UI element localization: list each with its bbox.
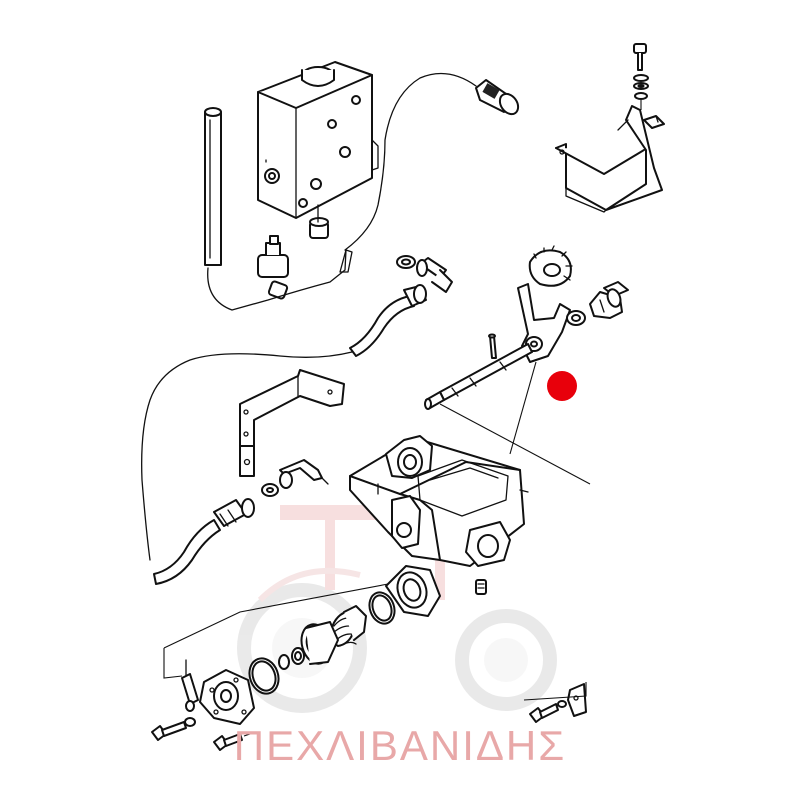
seal-washer xyxy=(396,255,416,269)
detent-washer xyxy=(566,310,586,326)
hydraulic-hose-upper xyxy=(349,284,427,357)
highlight-marker xyxy=(547,371,577,401)
elbow-fitting xyxy=(416,257,453,293)
roll-pin xyxy=(488,333,497,359)
shift-rod xyxy=(424,343,533,410)
gear-pinion xyxy=(528,245,573,287)
wiring-harness xyxy=(207,72,477,311)
pressure-switch xyxy=(475,79,520,116)
solenoid-valve xyxy=(309,204,329,239)
cover-bolt xyxy=(151,717,196,741)
pipe-elbow xyxy=(279,459,329,489)
mounting-bracket xyxy=(555,105,663,213)
cylinder-flange xyxy=(385,565,441,617)
leader-line xyxy=(163,648,183,679)
housing-bolt xyxy=(529,700,567,723)
hose-nut xyxy=(261,483,279,497)
leader-line xyxy=(439,403,591,485)
end-cover xyxy=(199,669,255,725)
bracket-bolt xyxy=(633,43,649,110)
leader-line xyxy=(509,361,537,455)
watermark-text: ΠΕΧΛΙΒΑΝΙΔΗΣ xyxy=(233,722,567,769)
lift-housing xyxy=(349,435,529,567)
neutral-switch xyxy=(589,281,629,319)
o-ring-large xyxy=(368,591,396,625)
return-line xyxy=(141,351,353,561)
washer xyxy=(278,654,290,670)
electrical-connector xyxy=(257,235,289,300)
seal-ring-small xyxy=(291,647,305,665)
valve-block xyxy=(257,61,379,219)
lock-tab xyxy=(567,683,587,717)
steel-bracket xyxy=(239,369,345,477)
cover-bolt xyxy=(213,733,251,751)
hydraulic-hose-lower xyxy=(153,498,255,585)
leader-line xyxy=(163,583,389,649)
clip-fastener xyxy=(643,115,665,129)
grease-nipple xyxy=(475,579,487,595)
o-ring-cover xyxy=(248,657,280,695)
leader-line xyxy=(523,682,587,701)
protective-sleeve xyxy=(204,107,222,266)
bearing xyxy=(300,621,339,665)
pipe-fitting xyxy=(181,659,199,712)
